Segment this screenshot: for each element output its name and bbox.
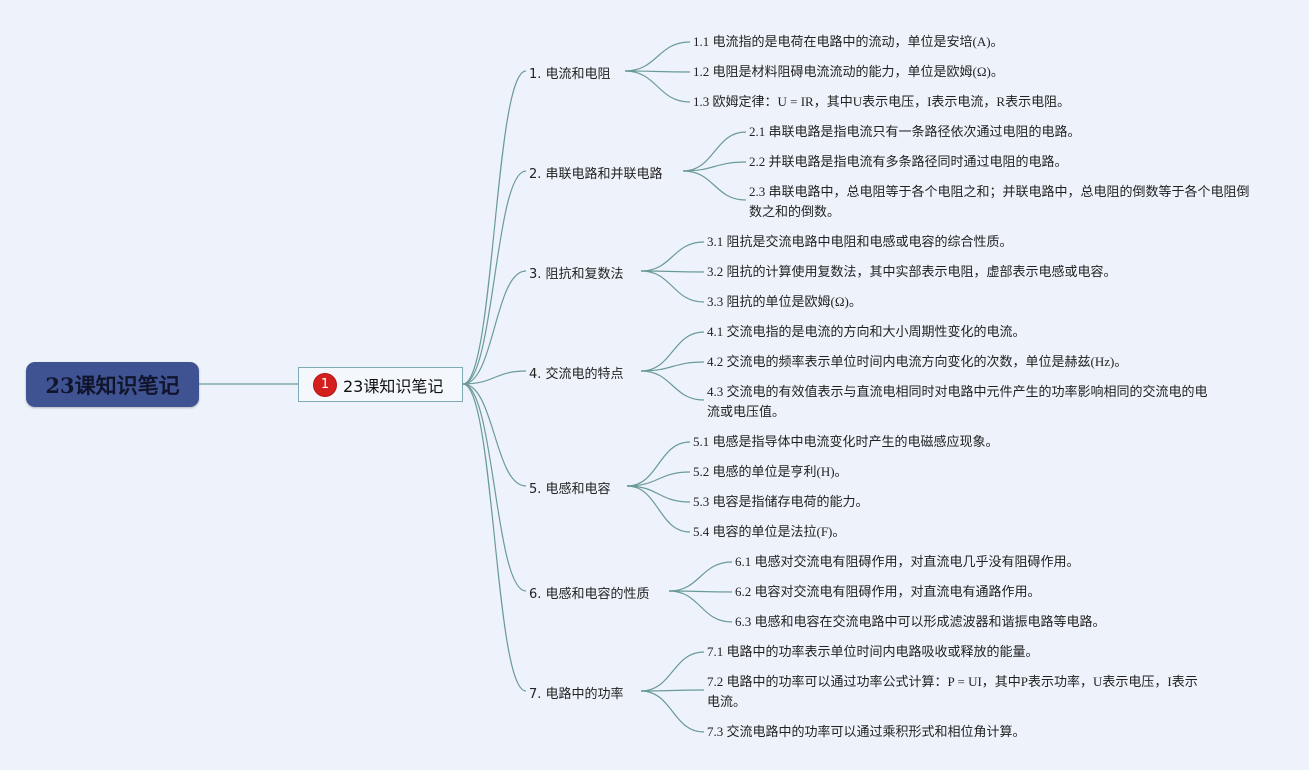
leaf-item[interactable]: 5.3 电容是指储存电荷的能力。	[693, 494, 869, 509]
connector-curve	[640, 690, 705, 733]
connector-curve	[682, 161, 747, 172]
leaf-item[interactable]: 2.2 并联电路是指电流有多条路径同时通过电阻的电路。	[749, 154, 1068, 169]
leaf-item[interactable]: 4.1 交流电指的是电流的方向和大小周期性变化的电流。	[707, 324, 1026, 339]
branch-node[interactable]: 7. 电路中的功率	[529, 687, 624, 702]
connector-curve	[462, 70, 527, 385]
branch-node[interactable]: 6. 电感和电容的性质	[529, 587, 650, 602]
connector-curve	[640, 370, 705, 401]
leaf-item[interactable]: 7.2 电路中的功率可以通过功率公式计算：P = UI，其中P表示功率，U表示电…	[707, 674, 1198, 709]
connector-curve	[626, 441, 691, 487]
connector-curve	[640, 331, 705, 372]
connector-curve	[640, 241, 705, 272]
connector-curve	[624, 70, 691, 103]
leaf-item[interactable]: 2.1 串联电路是指电流只有一条路径依次通过电阻的电路。	[749, 124, 1081, 139]
connector-curve	[668, 561, 733, 592]
connector-curve	[682, 170, 747, 201]
connector-curve	[640, 689, 705, 692]
leaf-item[interactable]: 3.2 阻抗的计算使用复数法，其中实部表示电阻，虚部表示电感或电容。	[707, 264, 1117, 279]
connector-curve	[462, 383, 527, 592]
leaf-item[interactable]: 5.4 电容的单位是法拉(F)。	[693, 524, 846, 539]
connector-curve	[462, 383, 527, 487]
connector-curve	[668, 590, 733, 623]
connector-curve	[682, 131, 747, 172]
root-label: 23课知识笔记	[45, 372, 180, 398]
leaf-item[interactable]: 6.1 电感对交流电有阻碍作用，对直流电几乎没有阻碍作用。	[735, 554, 1080, 569]
leaf-item[interactable]: 4.3 交流电的有效值表示与直流电相同时对电路中元件产生的功率影响相同的交流电的…	[707, 384, 1208, 419]
leaf-item[interactable]: 1.2 电阻是材料阻碍电流流动的能力，单位是欧姆(Ω)。	[693, 64, 1004, 79]
leaf-item[interactable]: 5.2 电感的单位是亨利(H)。	[693, 464, 848, 479]
connector-curve	[462, 270, 527, 385]
leaf-item[interactable]: 3.3 阻抗的单位是欧姆(Ω)。	[707, 294, 862, 309]
connector-curve	[626, 485, 691, 533]
leaf-item[interactable]: 6.3 电感和电容在交流电路中可以形成滤波器和谐振电路等电路。	[735, 614, 1106, 629]
connector-curve	[624, 70, 691, 73]
leaf-item[interactable]: 4.2 交流电的频率表示单位时间内电流方向变化的次数，单位是赫兹(Hz)。	[707, 354, 1128, 369]
connector-curve	[640, 651, 705, 692]
leaf-item[interactable]: 3.1 阻抗是交流电路中电阻和电感或电容的综合性质。	[707, 234, 1013, 249]
connector-curve	[462, 383, 527, 692]
branch-node[interactable]: 1. 电流和电阻	[529, 67, 611, 82]
connector-curve	[462, 170, 527, 385]
connector-curve	[462, 370, 527, 385]
connector-curve	[626, 485, 691, 503]
leaf-item[interactable]: 7.1 电路中的功率表示单位时间内电路吸收或释放的能量。	[707, 644, 1039, 659]
branch-node[interactable]: 4. 交流电的特点	[529, 367, 624, 382]
leaf-item[interactable]: 1.1 电流指的是电荷在电路中的流动，单位是安培(A)。	[693, 34, 1004, 49]
topic-node[interactable]: 1 23课知识笔记	[298, 367, 463, 402]
connector-curve	[626, 471, 691, 487]
leaf-item[interactable]: 5.1 电感是指导体中电流变化时产生的电磁感应现象。	[693, 434, 999, 449]
connector-curve	[624, 41, 691, 72]
branch-node[interactable]: 3. 阻抗和复数法	[529, 267, 624, 282]
connector-curve	[640, 361, 705, 372]
leaf-item[interactable]: 2.3 串联电路中，总电阻等于各个电阻之和；并联电路中，总电阻的倒数等于各个电阻…	[749, 184, 1250, 219]
leaf-item[interactable]: 1.3 欧姆定律：U = IR，其中U表示电压，I表示电流，R表示电阻。	[693, 94, 1071, 109]
root-node[interactable]: 23课知识笔记	[26, 362, 199, 407]
branch-node[interactable]: 2. 串联电路和并联电路	[529, 167, 663, 182]
branch-node[interactable]: 5. 电感和电容	[529, 482, 611, 497]
connector-curve	[640, 270, 705, 303]
leaf-item[interactable]: 7.3 交流电路中的功率可以通过乘积形式和相位角计算。	[707, 724, 1026, 739]
topic-label: 23课知识笔记	[343, 376, 444, 396]
priority-badge: 1	[313, 372, 337, 397]
leaf-item[interactable]: 6.2 电容对交流电有阻碍作用，对直流电有通路作用。	[735, 584, 1041, 599]
